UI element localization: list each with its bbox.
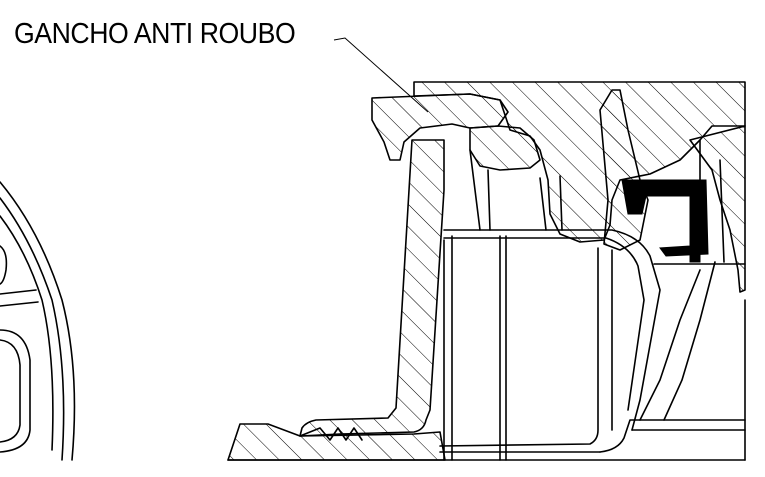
wall-section (227, 139, 446, 461)
interior-outlines (439, 139, 746, 461)
seal-clip (621, 179, 709, 263)
callout-label: GANCHO ANTI ROUBO (14, 18, 296, 50)
left-round-part (0, 181, 76, 461)
leader-line (333, 37, 429, 113)
